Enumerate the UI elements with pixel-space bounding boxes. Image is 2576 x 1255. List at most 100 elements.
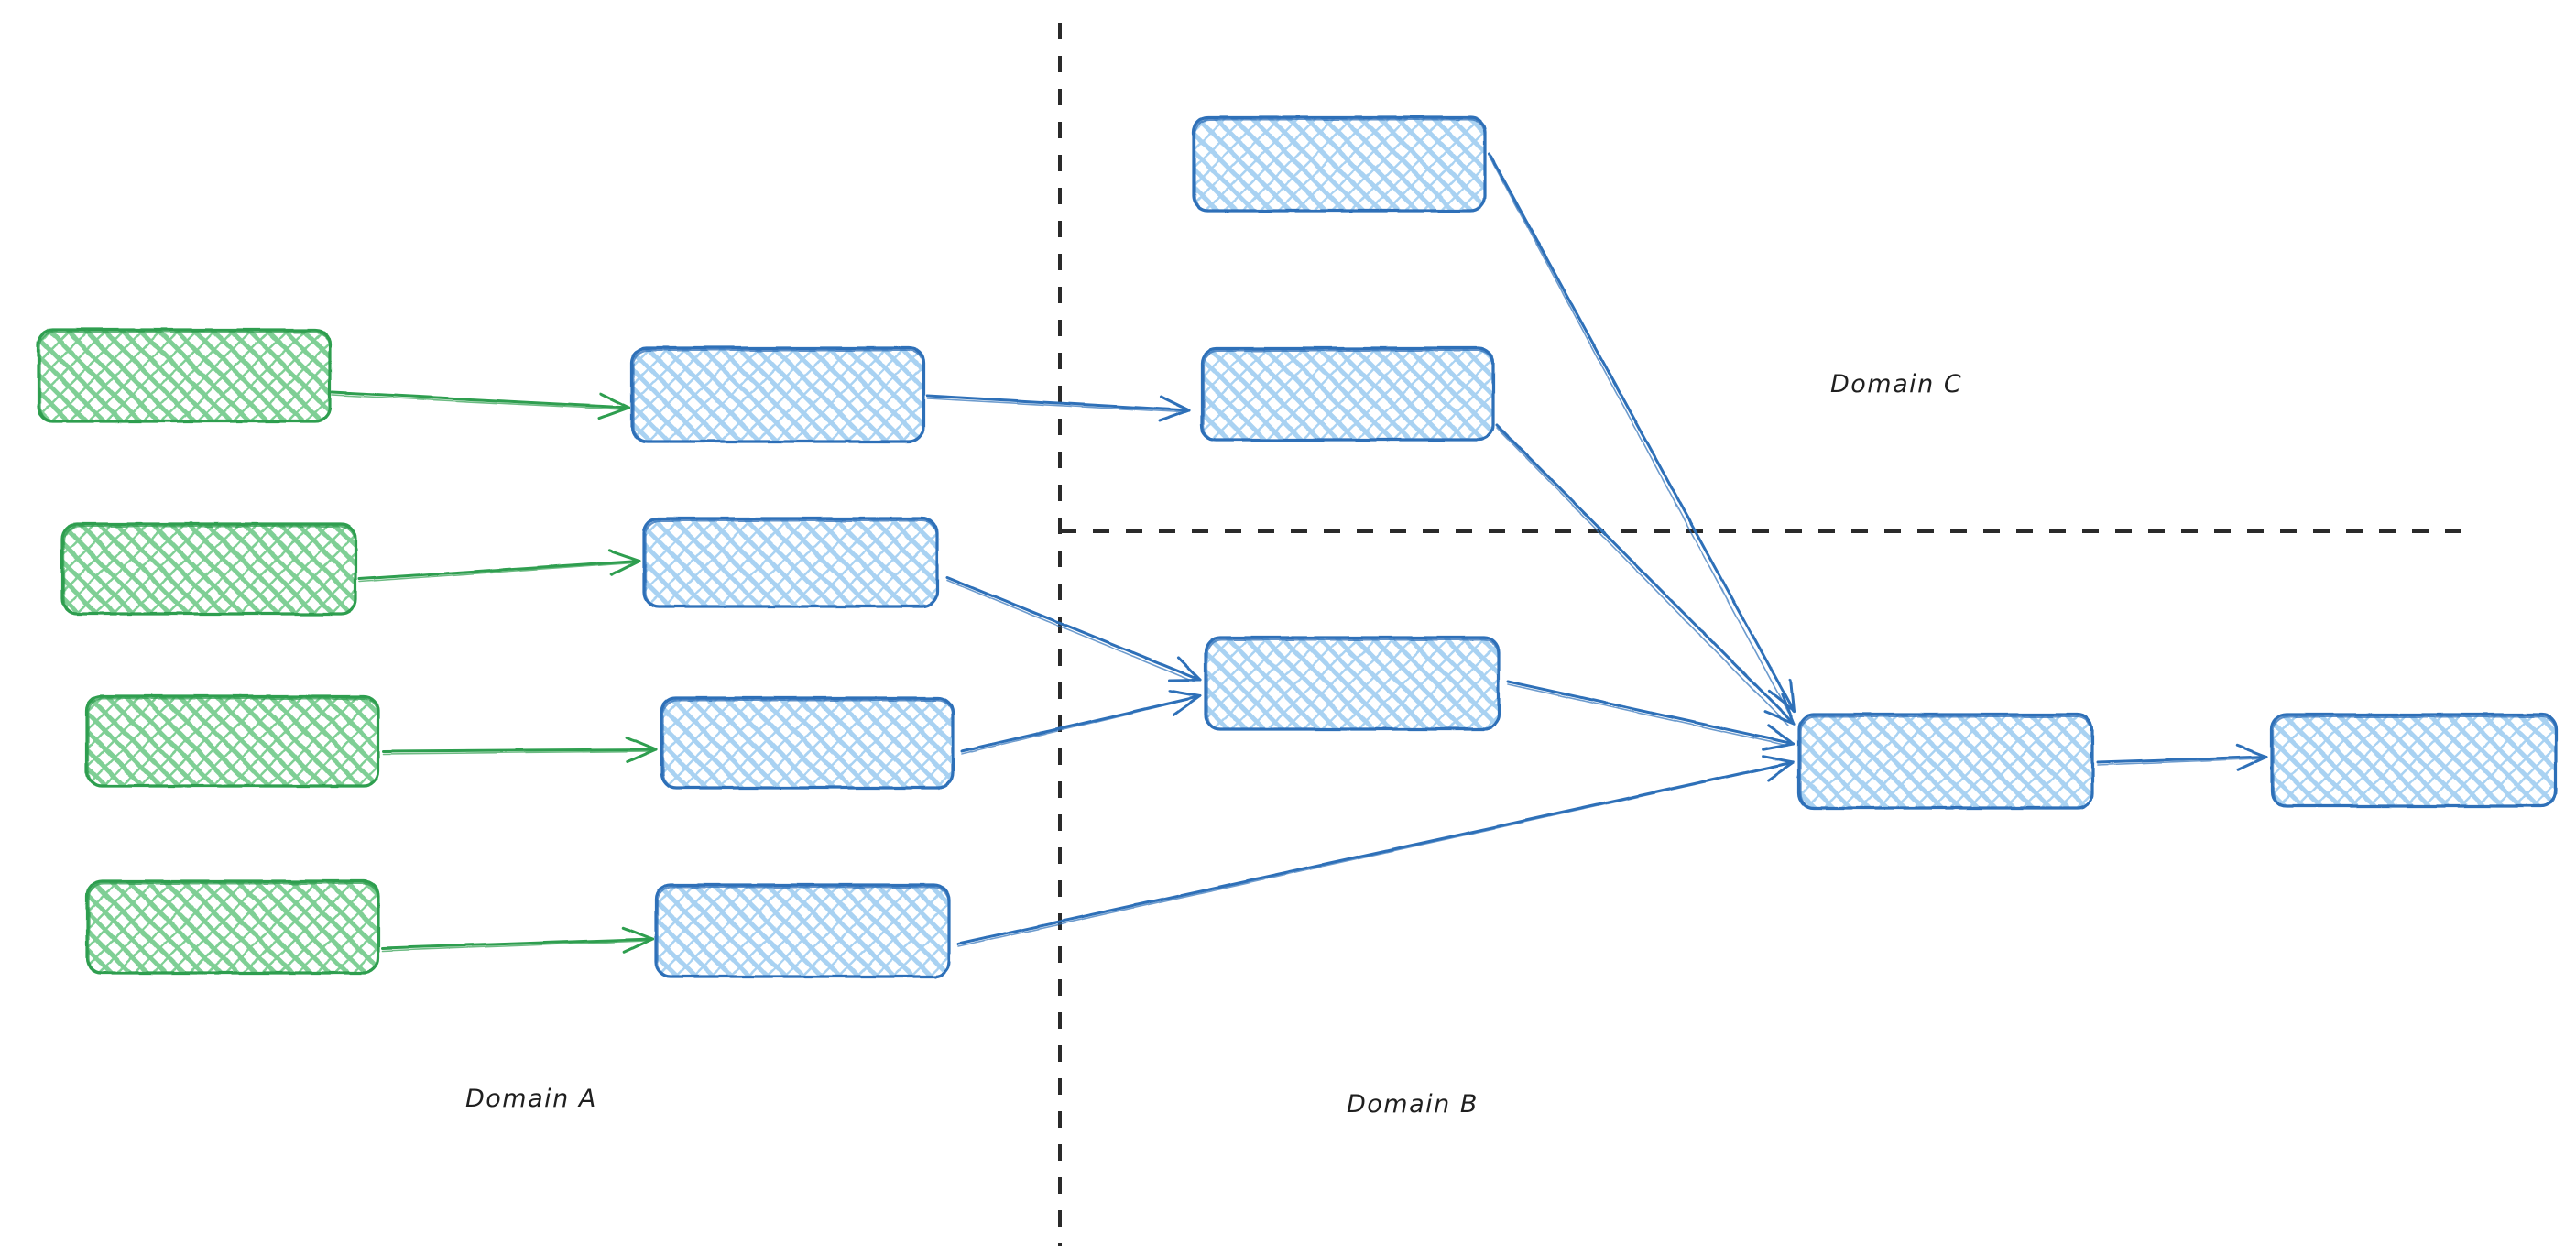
edge-c1-d1 (1488, 152, 1796, 714)
edge-a3-b3-shaft (381, 748, 658, 753)
edge-b4-d1-arrowhead (1762, 755, 1796, 782)
node-green-4[interactable] (85, 879, 380, 975)
edge-b4-d1-arrowhead-barb-0 (1766, 760, 1796, 782)
edge-a3-b3-shaft-2 (382, 750, 651, 755)
edge-a2-b2-arrowhead-barb-0 (610, 559, 641, 576)
edge-a3-b3 (381, 736, 658, 763)
edge-a3-b3-arrowhead-barb-0 (626, 748, 658, 763)
node-blue-7[interactable] (1204, 636, 1501, 731)
node-green-4-fill (87, 881, 378, 973)
edge-b4-d1 (956, 755, 1796, 947)
edge-a2-b2-arrowhead-barb-1 (608, 549, 641, 562)
edge-a4-b4-arrowhead-barb-1 (621, 926, 654, 941)
node-blue-hub-fill (1799, 715, 2092, 808)
edge-a2-b2-shaft (357, 559, 641, 581)
edge-d1-e1-shaft (2096, 755, 2268, 764)
node-blue-3-fill (661, 698, 953, 788)
edge-d1-e1-arrowhead-barb-0 (2236, 755, 2268, 771)
edge-c3-d1-shaft-2 (1507, 683, 1789, 747)
node-blue-2-fill (644, 518, 937, 606)
edge-b4-d1-shaft-2 (957, 763, 1789, 947)
node-blue-1-fill (632, 348, 923, 442)
node-blue-8-outline-2 (2272, 715, 2557, 808)
edge-c2-d1-arrowhead (1763, 693, 1796, 726)
domain-c-label: Domain C (1830, 370, 1963, 398)
edge-b1-c2-arrowhead (1158, 395, 1191, 422)
edge-a1-b1-arrowhead-barb-1 (598, 392, 630, 409)
node-blue-2[interactable] (642, 517, 939, 608)
node-blue-5-outline-2 (1194, 118, 1486, 213)
node-blue-4-outline-2 (656, 886, 950, 978)
edges-layer (330, 152, 2268, 954)
edge-b2-c3-shaft-2 (946, 579, 1195, 682)
edge-b1-c2 (925, 394, 1191, 422)
edge-a4-b4-shaft (381, 937, 654, 950)
edge-a4-b4-arrowhead-barb-0 (622, 937, 654, 954)
node-green-2-fill (62, 524, 355, 614)
edge-a3-b3-arrowhead (626, 736, 658, 763)
edge-a4-b4-arrowhead (621, 926, 654, 954)
node-green-2[interactable] (60, 522, 357, 616)
edge-c3-d1-arrowhead-barb-1 (1766, 724, 1796, 746)
node-blue-7-fill (1206, 638, 1499, 729)
edge-b1-c2-shaft-2 (926, 398, 1184, 413)
edge-a4-b4-shaft-2 (382, 940, 648, 952)
node-blue-5-fill (1194, 117, 1485, 211)
edge-a1-b1 (330, 390, 630, 420)
node-green-1-fill (38, 330, 330, 421)
dividers-layer (1058, 23, 2464, 1246)
edge-d1-e1-arrowhead-barb-1 (2235, 744, 2268, 758)
edge-b2-c3-shaft (945, 575, 1202, 682)
node-blue-8[interactable] (2270, 713, 2558, 808)
edge-c1-d1-arrowhead-barb-0 (1767, 690, 1796, 713)
edge-c3-d1-arrowhead-barb-0 (1762, 742, 1796, 751)
edge-d1-e1-arrowhead (2235, 744, 2268, 771)
edge-c2-d1 (1495, 423, 1796, 726)
node-blue-hub-outline-2 (1799, 715, 2093, 810)
node-blue-6[interactable] (1200, 346, 1495, 442)
node-green-3[interactable] (85, 694, 380, 788)
node-blue-1[interactable] (630, 346, 925, 443)
edge-c2-d1-arrowhead-barb-1 (1780, 693, 1796, 726)
edge-b3-c3-arrowhead-barb-0 (1173, 694, 1202, 716)
edge-a1-b1-arrowhead-barb-0 (597, 406, 630, 420)
node-blue-3-outline-2 (661, 699, 954, 790)
edge-a1-b1-arrowhead (597, 392, 630, 420)
edge-d1-e1 (2096, 744, 2268, 771)
edge-a3-b3-arrowhead-barb-1 (626, 736, 658, 751)
edge-c2-d1-shaft (1495, 423, 1796, 726)
node-blue-4-fill (656, 885, 949, 977)
node-green-2-outline-2 (62, 525, 356, 616)
edge-b3-c3 (960, 689, 1202, 755)
edge-b4-d1-shaft (956, 760, 1796, 945)
edge-b3-c3-arrowhead (1168, 689, 1202, 716)
node-blue-2-outline-2 (644, 519, 938, 608)
node-blue-1-outline-2 (632, 349, 924, 443)
node-blue-6-outline-2 (1202, 349, 1494, 442)
node-blue-4[interactable] (654, 883, 951, 978)
node-blue-5[interactable] (1192, 115, 1487, 213)
node-green-1[interactable] (37, 328, 332, 423)
edge-a2-b2-shaft-2 (358, 562, 635, 583)
edge-b3-c3-shaft (960, 694, 1202, 753)
edge-c3-d1 (1506, 680, 1796, 751)
node-blue-3[interactable] (660, 696, 955, 790)
edge-d1-e1-shaft-2 (2097, 758, 2262, 766)
edge-c2-d1-arrowhead-barb-0 (1763, 710, 1796, 726)
edge-b1-c2-shaft (925, 394, 1191, 412)
edge-b3-c3-arrowhead-barb-1 (1168, 689, 1202, 698)
edge-b3-c3-shaft-2 (961, 697, 1195, 755)
edge-b2-c3 (945, 575, 1202, 682)
node-green-1-outline-2 (38, 331, 331, 423)
edge-a2-b2 (357, 549, 641, 583)
edge-c1-d1-shaft (1488, 152, 1796, 713)
edge-c3-d1-shaft (1506, 680, 1796, 746)
edge-b2-c3-arrowhead (1167, 656, 1202, 682)
edge-a1-b1-shaft-2 (331, 394, 624, 410)
domain-b-label: Domain B (1347, 1090, 1479, 1119)
node-blue-hub[interactable] (1797, 713, 2094, 810)
node-green-4-outline-2 (87, 882, 379, 975)
edge-b1-c2-arrowhead-barb-0 (1158, 409, 1191, 422)
